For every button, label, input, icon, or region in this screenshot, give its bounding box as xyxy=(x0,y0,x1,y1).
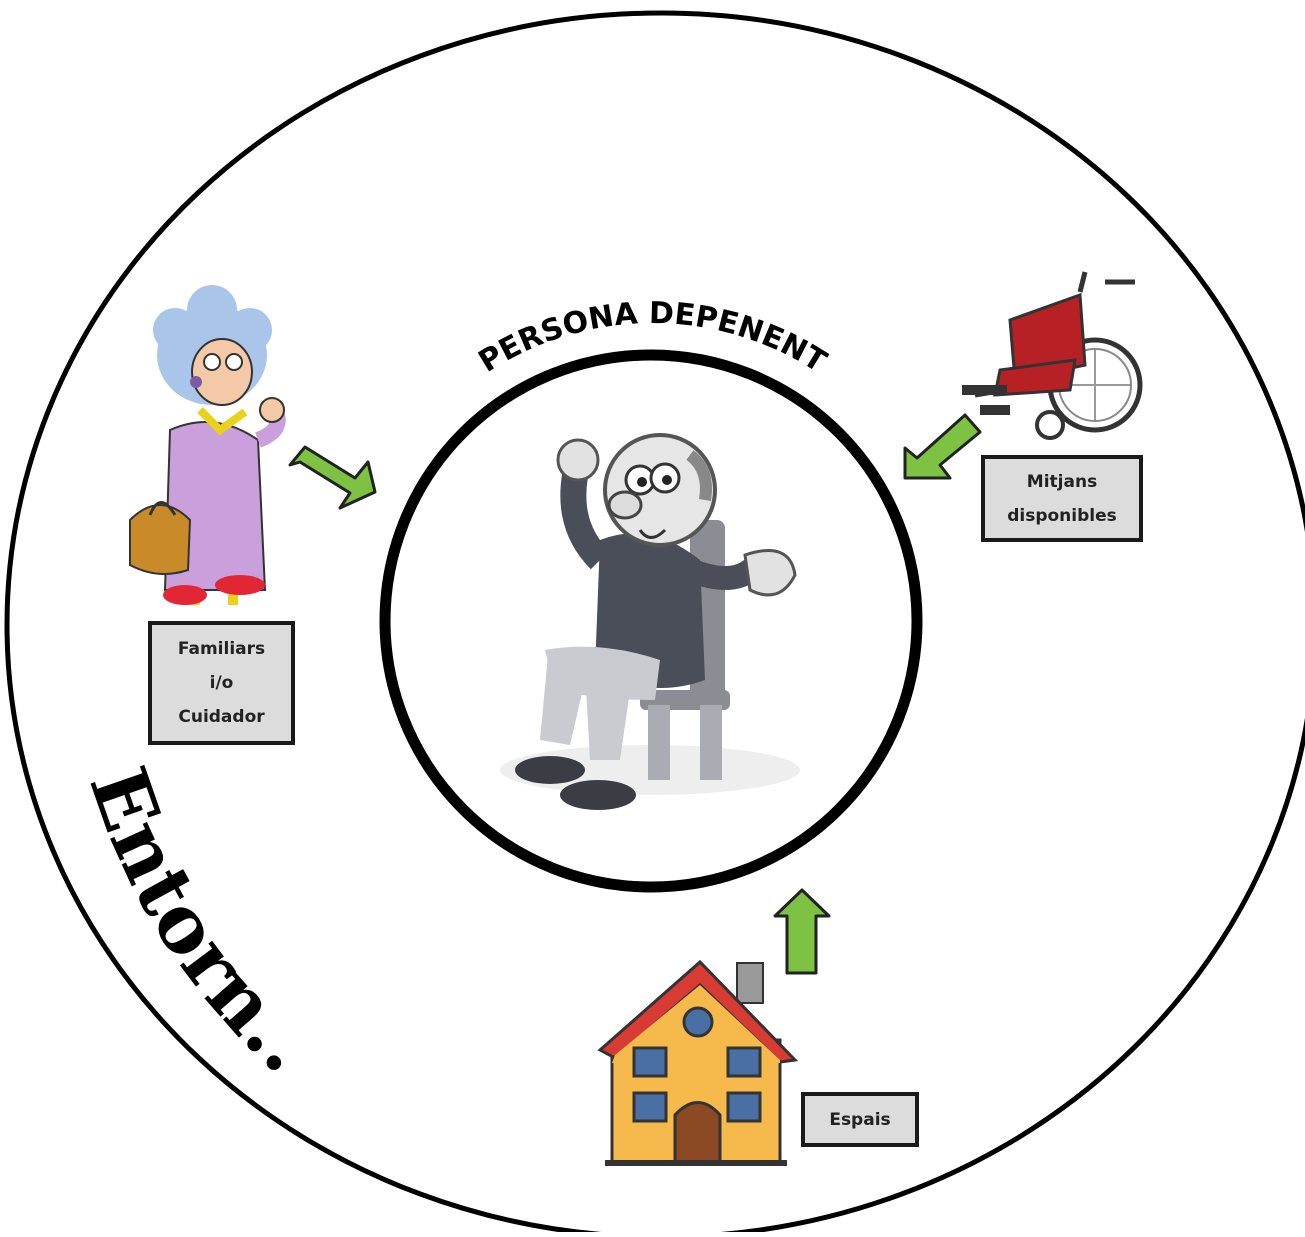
espais-label-box: Espais xyxy=(801,1092,919,1147)
mitjans-label-box: Mitjans disponibles xyxy=(981,455,1143,542)
arrow-mitjans-icon xyxy=(903,413,982,480)
espais-label: Espais xyxy=(829,1109,891,1130)
elderly-man-icon xyxy=(500,433,800,810)
familiars-label-box: Familiars i/o Cuidador xyxy=(148,621,295,745)
arrow-familiars-icon xyxy=(288,445,377,510)
familiars-label-line-2: i/o xyxy=(209,673,234,693)
grandmother-icon xyxy=(129,285,286,605)
outer-ring xyxy=(4,10,1305,1237)
familiars-label-line-1: Familiars xyxy=(177,639,266,659)
mitjans-label-line-1: Mitjans xyxy=(1026,471,1098,492)
familiars-label-line-3: Cuidador xyxy=(178,707,265,727)
mitjans-label-line-2: disponibles xyxy=(1007,505,1117,526)
wheelchair-icon xyxy=(962,271,1143,440)
house-icon xyxy=(597,959,799,1166)
arrow-espais-icon xyxy=(773,888,831,975)
